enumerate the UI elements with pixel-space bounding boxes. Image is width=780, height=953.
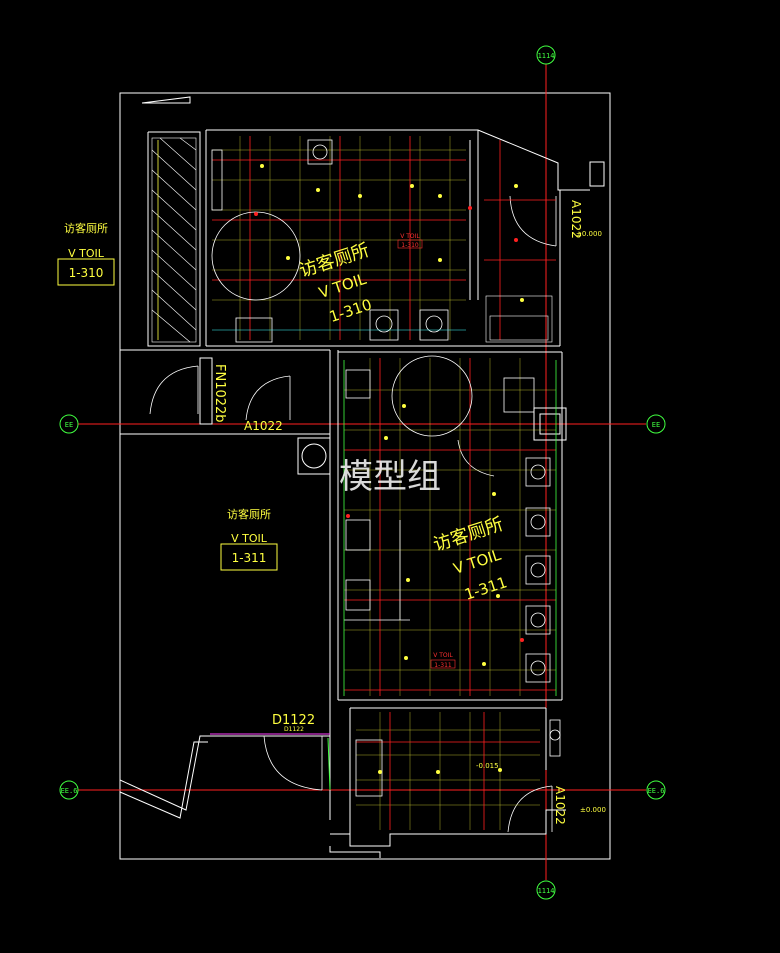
red-lines-lower <box>344 358 556 696</box>
room-sub-left-upper: V TOIL <box>68 247 105 260</box>
grid-bubble-top <box>536 45 556 65</box>
grid-label-left-ee: EE <box>65 421 73 429</box>
stamp-lower-sub: V TOIL <box>433 652 453 659</box>
room-sub-lower-toilet: V TOIL <box>451 546 504 578</box>
stamp-upper-sub: V TOIL <box>400 233 420 240</box>
walls <box>119 96 605 858</box>
grid-label-top: 1114 <box>538 52 555 60</box>
hatched-strip <box>151 137 197 343</box>
outer-boundary <box>119 92 611 860</box>
grid-label-right-ee6: EE.6 <box>648 787 665 795</box>
ceiling-grid-small <box>356 712 540 830</box>
grid-label-left-ee6: EE.6 <box>61 787 78 795</box>
room-sub-left-lower: V TOIL <box>231 532 268 545</box>
ceiling-grid-lower <box>344 358 556 696</box>
room-name-left-lower: 访客厕所 <box>227 507 271 521</box>
red-lines-upper <box>212 136 556 340</box>
level-top-right: ±0.000 <box>576 230 602 238</box>
door-label-a1022-right-top: A1022 <box>569 200 583 239</box>
door-label-a1022: A1022 <box>244 419 283 433</box>
door-label-a1022-right-bottom: A1022 <box>553 786 567 825</box>
grid-bubble-left-ee <box>59 414 79 434</box>
lower-fixtures <box>344 355 551 683</box>
grid-bubbles <box>59 45 666 900</box>
watermark: 模型组 <box>339 457 441 497</box>
ceiling-grid-upper <box>212 136 466 340</box>
level-bottom-right: ±0.000 <box>580 806 606 814</box>
grid-bubble-right-ee6 <box>646 780 666 800</box>
light-dots <box>260 164 524 774</box>
grid-label-bottom: 1114 <box>538 887 555 895</box>
stamp-upper-code: 1-310 <box>401 242 419 249</box>
room-name-left-upper: 访客厕所 <box>64 221 108 235</box>
level-lower-room: -0.015 <box>476 762 499 770</box>
door-swings <box>149 195 557 833</box>
grid-bubble-bottom <box>536 880 556 900</box>
room-code-left-lower: 1-311 <box>232 551 267 565</box>
room-code-lower-toilet: 1-311 <box>462 573 509 604</box>
door-label-d1122: D1122 <box>272 713 315 728</box>
grid-bubble-right-ee <box>646 414 666 434</box>
grid-bubble-left-ee6 <box>59 780 79 800</box>
grid-label-right-ee: EE <box>652 421 660 429</box>
door-label-fn: FN1022b <box>212 364 227 423</box>
door-label-d1122-small: D1122 <box>284 726 304 733</box>
stamp-lower-code: 1-311 <box>434 662 452 669</box>
room-code-left-upper: 1-310 <box>69 266 104 280</box>
